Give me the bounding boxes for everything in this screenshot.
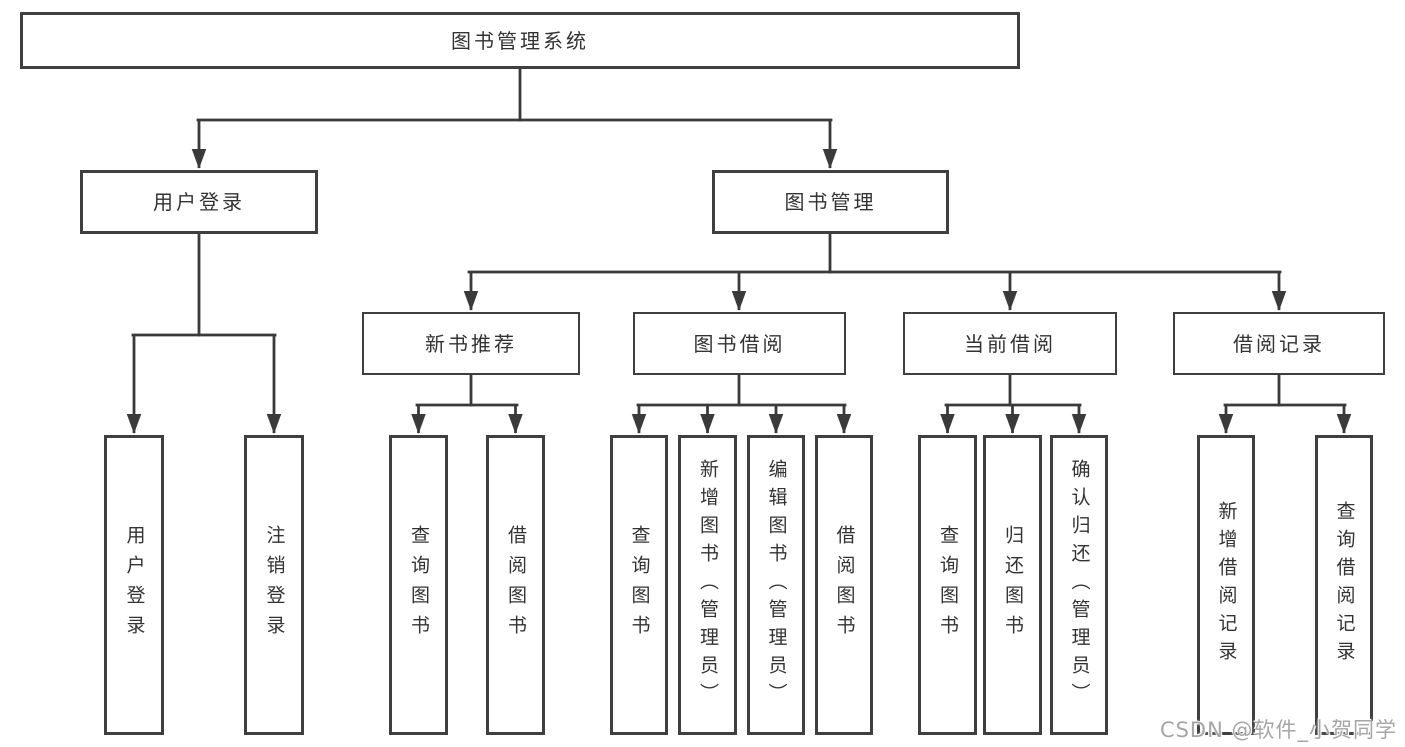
node-label: 编辑图书（管理员） (765, 459, 788, 711)
node-library-management-system: 图书管理系统 (20, 12, 1020, 69)
node-borrowing-records: 借阅记录 (1173, 312, 1385, 375)
leaf-add-borrow-record: 新增借阅记录 (1197, 435, 1255, 735)
csdn-watermark: CSDN @软件_小贺同学 (1159, 718, 1397, 742)
node-label: 新增图书（管理员） (697, 459, 719, 711)
node-new-book-recommendation: 新书推荐 (362, 312, 580, 375)
node-label: 确认归还（管理员） (1068, 459, 1091, 711)
leaf-add-books-admin: 新增图书（管理员） (678, 435, 737, 735)
node-label: 查询借阅记录 (1333, 501, 1356, 669)
leaf-return-books: 归还图书 (983, 435, 1042, 735)
node-label: 归还图书 (1002, 525, 1024, 645)
leaf-edit-books-admin: 编辑图书（管理员） (747, 435, 805, 735)
node-label: 图书管理 (784, 190, 877, 214)
leaf-query-books-borrow: 查询图书 (610, 435, 668, 735)
leaf-query-borrow-record: 查询借阅记录 (1315, 435, 1373, 735)
leaf-borrow-books: 借阅图书 (815, 435, 873, 735)
node-label: 新增借阅记录 (1215, 501, 1238, 669)
leaf-query-books-recommend: 查询图书 (389, 435, 448, 735)
leaf-confirm-return-admin: 确认归还（管理员） (1050, 435, 1108, 735)
node-label: 注销登录 (263, 525, 286, 645)
node-user-login: 用户登录 (80, 170, 318, 234)
node-current-borrowing: 当前借阅 (903, 312, 1117, 375)
node-label: 查询图书 (937, 525, 959, 645)
node-label: 查询图书 (408, 525, 430, 645)
leaf-user-login: 用户登录 (104, 435, 164, 735)
node-label: 图书管理系统 (451, 28, 589, 53)
leaf-query-books-current: 查询图书 (918, 435, 977, 735)
node-label: 借阅图书 (505, 525, 527, 645)
node-label: 借阅记录 (1233, 331, 1325, 356)
node-label: 借阅图书 (833, 525, 856, 645)
leaf-borrow-books-recommend: 借阅图书 (486, 435, 545, 735)
node-label: 查询图书 (628, 525, 651, 645)
leaf-logout: 注销登录 (244, 435, 304, 735)
node-book-management: 图书管理 (712, 170, 949, 234)
node-label: 当前借阅 (964, 331, 1056, 356)
node-label: 图书借阅 (693, 331, 786, 356)
node-book-borrowing: 图书借阅 (633, 312, 846, 375)
node-label: 用户登录 (123, 525, 146, 645)
node-label: 新书推荐 (425, 331, 517, 356)
node-label: 用户登录 (153, 190, 245, 214)
